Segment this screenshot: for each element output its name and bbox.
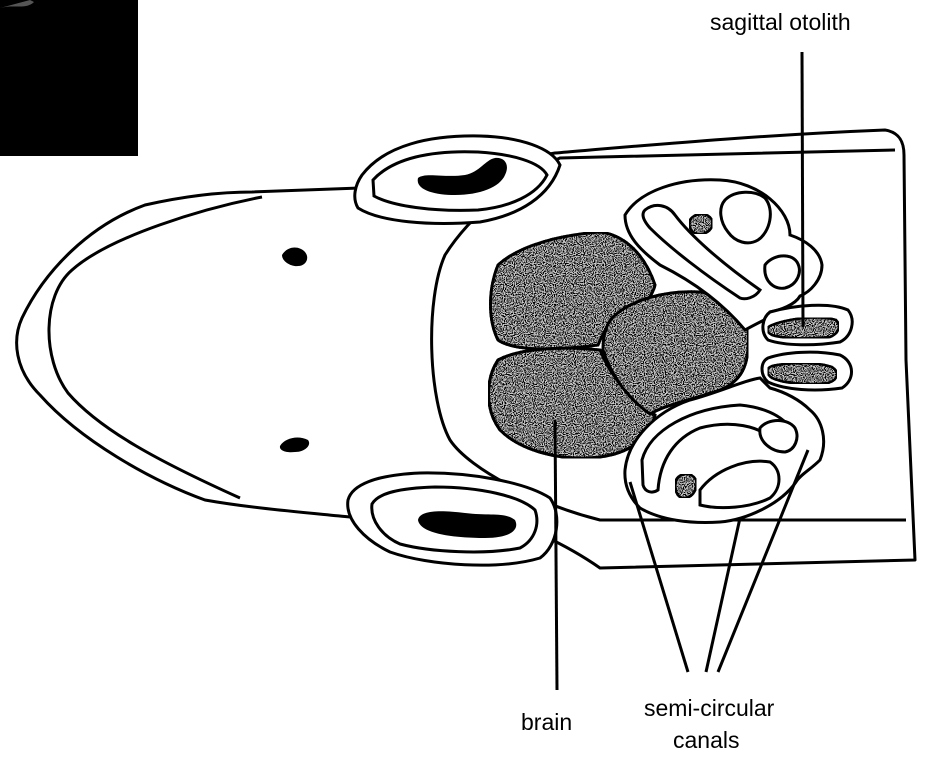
upper-semicircular-canal-c (765, 256, 800, 288)
label-canals: canals (673, 727, 739, 753)
lower-otolith-small (675, 474, 696, 498)
brain-pointer (555, 420, 557, 690)
corner-photo-fragment (0, 0, 138, 156)
label-sagittal-otolith: sagittal otolith (710, 9, 851, 35)
upper-otolith-small (689, 214, 712, 234)
label-semi-circular: semi-circular (644, 695, 775, 721)
sagittal-otolith-lower (768, 363, 837, 384)
sagittal-otolith-pointer (802, 52, 803, 327)
label-brain: brain (521, 709, 572, 735)
